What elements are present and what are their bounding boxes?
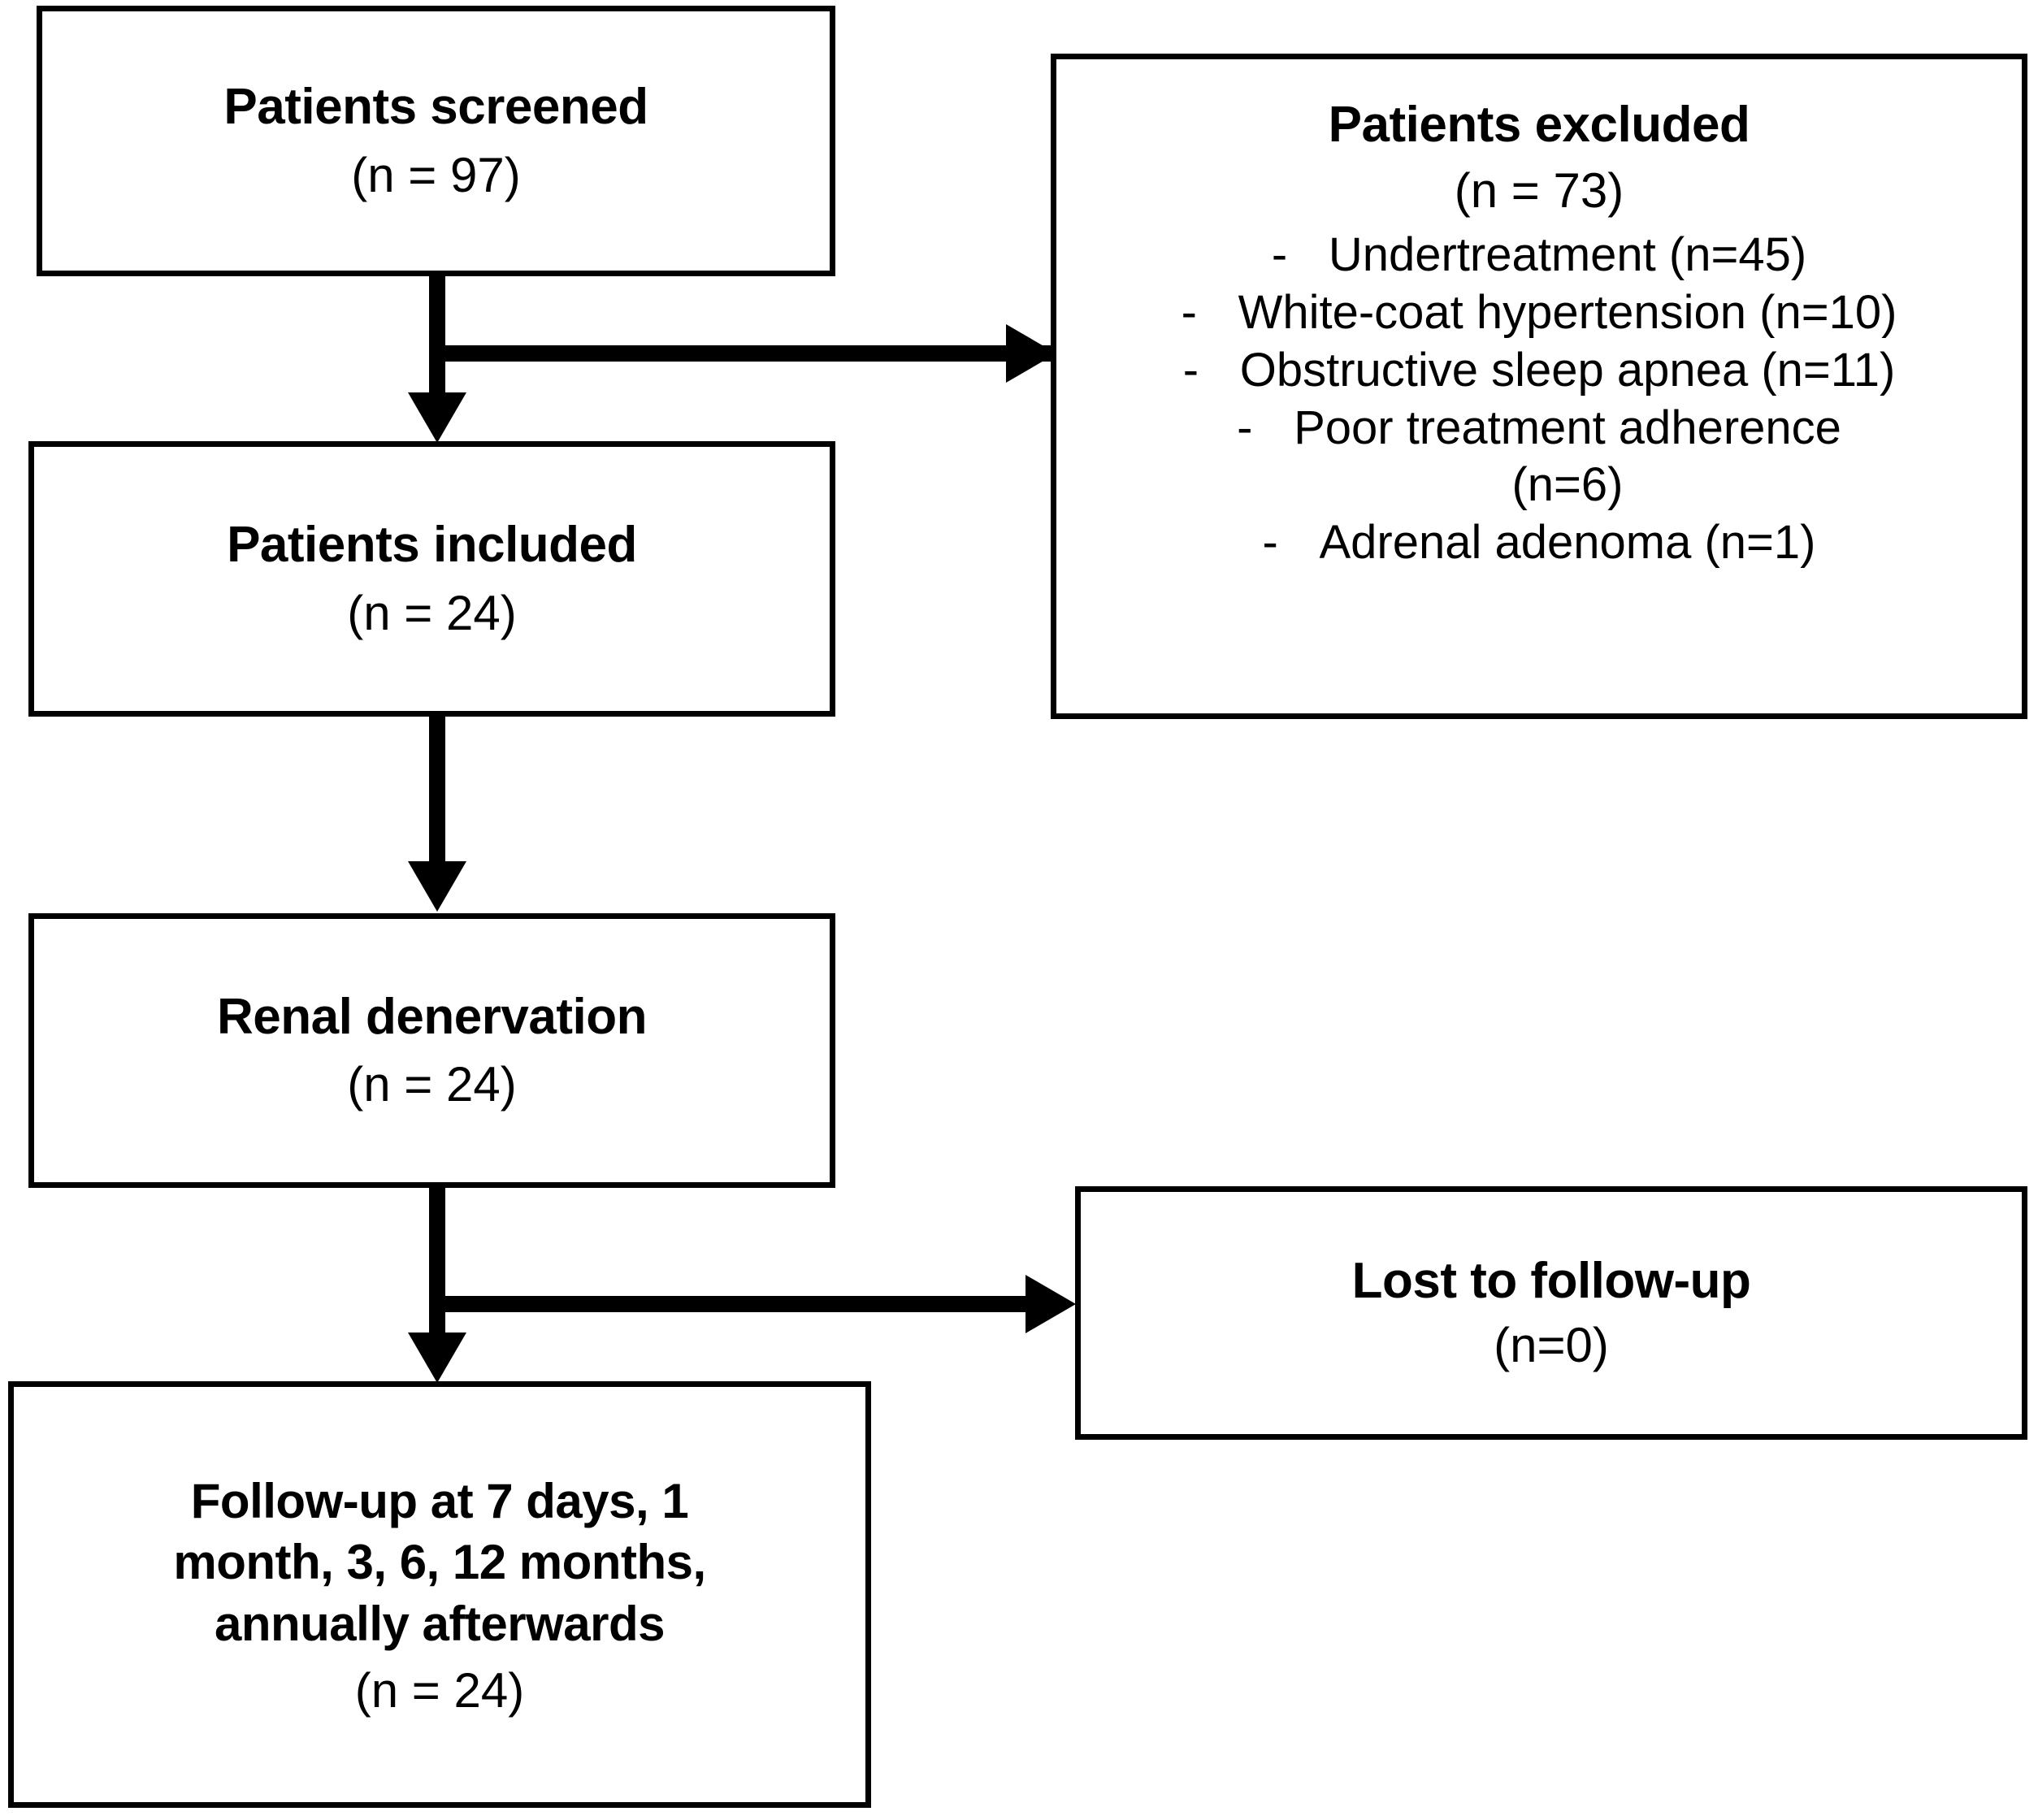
node-renal-denervation: Renal denervation (n = 24): [28, 913, 835, 1188]
arrow-right-icon: [1006, 324, 1056, 383]
bullet-dash-icon: -: [1237, 401, 1253, 454]
arrow-down-icon: [408, 1332, 466, 1383]
exclusion-reason-item: - Adrenal adenoma (n=1): [1056, 514, 2022, 572]
node-follow-up-schedule: Follow-up at 7 days, 1 month, 3, 6, 12 m…: [8, 1381, 871, 1808]
connector-line-vertical: [429, 275, 445, 396]
node-follow-up-schedule-count: (n = 24): [354, 1663, 525, 1718]
exclusion-reason-text: Undertreatment (n=45): [1328, 228, 1807, 282]
exclusion-reason-item: - Obstructive sleep apnea (n=11): [1056, 342, 2022, 400]
connector-line-vertical: [429, 715, 445, 865]
arrow-down-icon: [408, 392, 466, 443]
bullet-dash-icon: -: [1271, 228, 1288, 282]
node-patients-included: Patients included (n = 24): [28, 441, 835, 717]
bullet-dash-icon: -: [1262, 516, 1278, 570]
connector-line-vertical: [429, 1186, 445, 1308]
exclusion-reason-item: - Poor treatment adherence (n=6): [1056, 400, 2022, 515]
connector-line-vertical: [429, 370, 445, 394]
node-lost-to-follow-up-title: Lost to follow-up: [1351, 1252, 1751, 1309]
node-patients-excluded: Patients excluded (n = 73) - Undertreatm…: [1051, 54, 2027, 719]
exclusion-reason-list: - Undertreatment (n=45) - White-coat hyp…: [1056, 227, 2022, 572]
node-lost-to-follow-up-count: (n=0): [1494, 1318, 1609, 1373]
node-patients-included-title: Patients included: [227, 517, 637, 574]
bullet-dash-icon: -: [1182, 343, 1199, 396]
node-patients-screened: Patients screened (n = 97): [37, 6, 835, 276]
arrow-right-icon: [1026, 1275, 1076, 1333]
exclusion-reason-text: White-coat hypertension (n=10): [1238, 286, 1897, 340]
node-patients-screened-title: Patients screened: [223, 79, 648, 136]
node-renal-denervation-title: Renal denervation: [217, 988, 647, 1045]
node-lost-to-follow-up: Lost to follow-up (n=0): [1075, 1186, 2027, 1440]
node-patients-screened-count: (n = 97): [351, 147, 521, 202]
node-renal-denervation-count: (n = 24): [347, 1057, 517, 1112]
exclusion-reason-text: Adrenal adenoma (n=1): [1319, 516, 1816, 570]
exclusion-reason-item: - Undertreatment (n=45): [1056, 227, 2022, 284]
connector-line-horizontal: [429, 1296, 1030, 1312]
exclusion-reason-item: - White-coat hypertension (n=10): [1056, 284, 2022, 342]
bullet-dash-icon: -: [1181, 286, 1197, 340]
exclusion-reason-text: Poor treatment adherence (n=6): [1294, 401, 1841, 512]
connector-line-horizontal: [429, 345, 1055, 362]
node-patients-included-count: (n = 24): [347, 585, 517, 640]
node-follow-up-schedule-title: Follow-up at 7 days, 1 month, 3, 6, 12 m…: [173, 1473, 706, 1651]
arrow-down-icon: [408, 861, 466, 912]
node-patients-excluded-count: (n = 73): [1454, 163, 1624, 219]
exclusion-reason-text: Obstructive sleep apnea (n=11): [1239, 343, 1896, 396]
node-patients-excluded-title: Patients excluded: [1328, 97, 1750, 153]
